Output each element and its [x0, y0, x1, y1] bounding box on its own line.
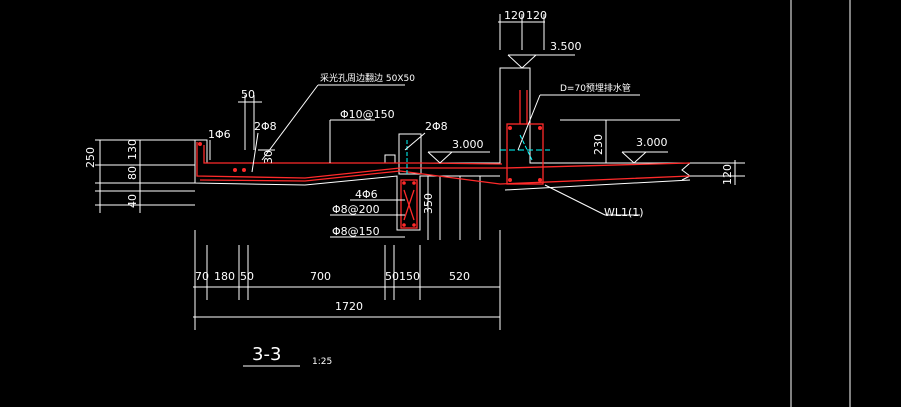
rebar-label: 1Φ6 — [208, 128, 231, 141]
elevation-label: 3.000 — [452, 138, 484, 151]
rebar-lines — [196, 90, 691, 229]
elevation-label: 3.000 — [636, 136, 668, 149]
rebar-label: Φ8@200 — [332, 203, 380, 216]
dim-label: 120 — [526, 9, 547, 22]
dim-label: 700 — [310, 270, 331, 283]
elevation-markers — [427, 54, 668, 164]
annotations: 采光孔周边翻边 50X50 D=70预埋排水管 WL1(1) 1Φ6 2Φ8 Φ… — [84, 9, 734, 367]
drain-pipe-note: D=70预埋排水管 — [560, 82, 631, 94]
rebar-label: 2Φ8 — [254, 120, 277, 133]
dim-label: 80 — [126, 166, 139, 180]
skylight-note: 采光孔周边翻边 50X50 — [320, 72, 415, 84]
slab-outline — [194, 67, 691, 240]
center-lines — [406, 134, 550, 175]
section-title: 3-3 — [252, 344, 281, 365]
dim-label: 70 — [195, 270, 209, 283]
leader-lines — [209, 84, 640, 238]
dim-total: 1720 — [335, 300, 363, 313]
dim-label: 50 — [385, 270, 399, 283]
dimension-lines — [95, 14, 745, 367]
dim-label: 40 — [126, 194, 139, 208]
dim-label: 350 — [422, 193, 435, 214]
dim-label: 120 — [504, 9, 525, 22]
dim-label: 250 — [84, 147, 97, 168]
rebar-label: 2Φ8 — [425, 120, 448, 133]
elevation-label: 3.500 — [550, 40, 582, 53]
dim-label: 130 — [126, 139, 139, 160]
dim-label: 50 — [240, 270, 254, 283]
beam-label: WL1(1) — [604, 206, 644, 219]
section-scale: 1:25 — [312, 357, 332, 367]
dim-label: 180 — [214, 270, 235, 283]
dim-label: 150 — [399, 270, 420, 283]
rebar-label: Φ10@150 — [340, 108, 395, 121]
dim-label: 120 — [721, 164, 734, 185]
dim-label: 520 — [449, 270, 470, 283]
dim-label: 50 — [241, 88, 255, 101]
rebar-label: Φ8@150 — [332, 225, 380, 238]
dim-label: 230 — [592, 134, 605, 155]
dim-label: 30 — [262, 150, 275, 164]
rebar-label: 4Φ6 — [355, 188, 378, 201]
